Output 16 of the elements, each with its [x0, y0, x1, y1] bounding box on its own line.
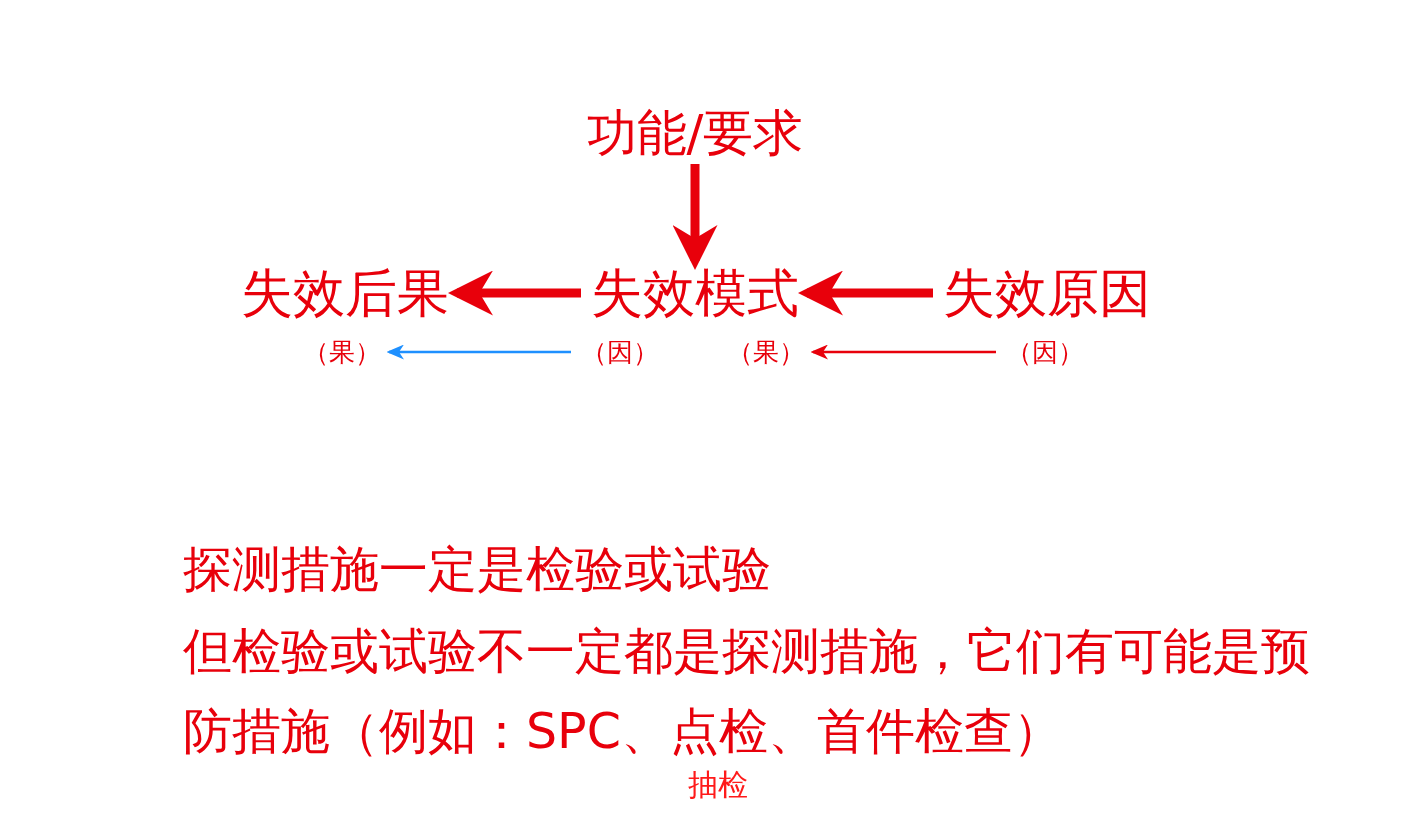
term-label: 失效模式: [591, 267, 799, 319]
arrow: [448, 270, 581, 316]
term-label: （果）: [303, 339, 381, 365]
arrow: [672, 164, 718, 270]
term-label: 失效原因: [943, 267, 1151, 319]
note-text: 但检验或试验不一定都是探测措施，它们有可能是预防措施（例如：SPC、点检、首件检查）: [183, 622, 1311, 762]
note-text: 探测措施一定是检验或试验: [183, 540, 771, 600]
arrow: [386, 344, 571, 360]
term-label: （因）: [1006, 339, 1084, 365]
term-label: 失效后果: [241, 267, 449, 319]
term-label: 功能/要求: [586, 108, 804, 158]
arrow: [810, 344, 996, 360]
term-label: （因）: [581, 339, 659, 365]
term-label: （果）: [727, 339, 805, 365]
arrow: [798, 270, 933, 316]
note-label: 抽检: [688, 766, 748, 804]
